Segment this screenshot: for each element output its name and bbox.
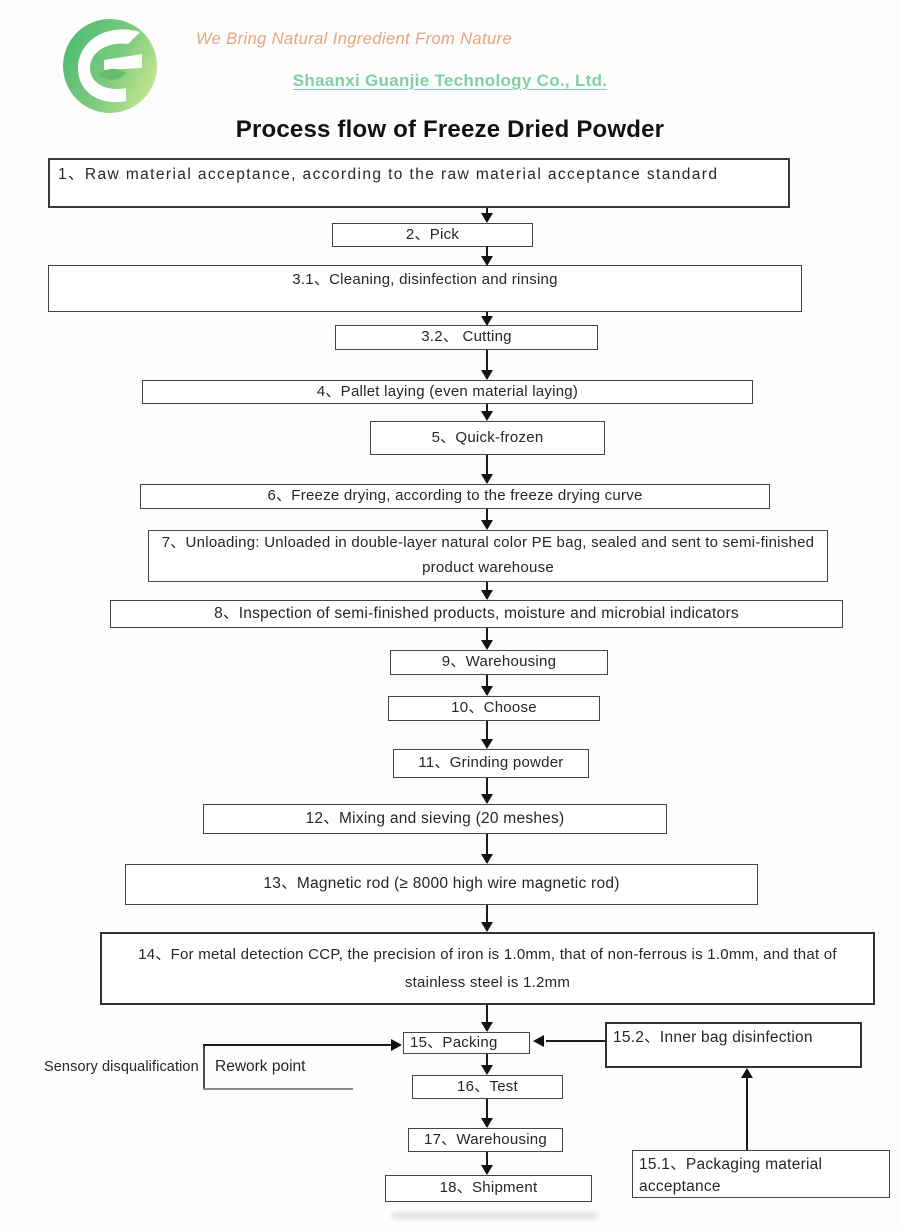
flow-step-2-pick: 2、Pick — [332, 223, 533, 247]
rework-point-label: Rework point — [215, 1058, 306, 1075]
arrowhead-step14 — [481, 922, 493, 932]
arrowhead-step18 — [481, 1165, 493, 1175]
arrowhead-step15 — [481, 1022, 493, 1032]
arrow-step6-step7 — [486, 509, 488, 521]
side-step-15-2-inner-bag-disinfection: 15.2、Inner bag disinfection — [605, 1022, 862, 1068]
arrow-step7-step8 — [486, 582, 488, 591]
arrow-packaging-to-inner-bag — [746, 1077, 748, 1150]
arrowhead-rework-to-packing — [391, 1039, 402, 1051]
side-step-15-1-packaging-material-acceptance: 15.1、Packaging material acceptance — [632, 1150, 890, 1198]
arrow-step8-step9 — [486, 628, 488, 641]
flow-step-14-metal-detection: 14、For metal detection CCP, the precisio… — [100, 932, 875, 1005]
flow-step-3-2-cutting: 3.2、 Cutting — [335, 325, 598, 350]
flow-step-1-raw-material-acceptance: 1、Raw material acceptance, according to … — [48, 158, 790, 208]
arrow-step16-step17 — [486, 1099, 488, 1119]
flow-step-8-inspection: 8、Inspection of semi-finished products, … — [110, 600, 843, 628]
arrowhead-step13 — [481, 854, 493, 864]
flow-step-3-1-cleaning: 3.1、Cleaning, disinfection and rinsing — [48, 265, 802, 312]
flow-step-17-warehousing: 17、Warehousing — [408, 1128, 563, 1152]
arrow-step4-step5 — [486, 404, 488, 413]
arrowhead-step4 — [481, 370, 493, 380]
arrow-step14-step15 — [486, 1005, 488, 1023]
rework-box-left-line — [203, 1044, 205, 1090]
flow-step-6-freeze-drying: 6、Freeze drying, according to the freeze… — [140, 484, 770, 509]
company-tagline: We Bring Natural Ingredient From Nature — [196, 30, 513, 48]
arrowhead-step12 — [481, 794, 493, 804]
arrowhead-step5 — [481, 411, 493, 421]
flow-step-9-warehousing: 9、Warehousing — [390, 650, 608, 675]
arrow-step3-1-step3-2 — [486, 312, 488, 318]
page-title: Process flow of Freeze Dried Powder — [235, 116, 665, 143]
arrow-step2-step3-1 — [486, 246, 488, 257]
arrow-step11-step12 — [486, 778, 488, 795]
arrowhead-inner-bag-to-packing — [533, 1035, 544, 1047]
arrow-step3-2-step4 — [486, 350, 488, 371]
rework-box-bottom-line — [203, 1088, 353, 1090]
arrow-step9-step10 — [486, 675, 488, 687]
arrowhead-step8 — [481, 590, 493, 600]
sensory-disqualification-label: Sensory disqualification — [44, 1059, 199, 1075]
company-name-link[interactable]: Shaanxi Guanjie Technology Co., Ltd. — [292, 71, 608, 90]
flow-step-18-shipment: 18、Shipment — [385, 1175, 592, 1202]
flow-step-4-pallet-laying: 4、Pallet laying (even material laying) — [142, 380, 753, 404]
arrowhead-packaging-to-inner-bag — [741, 1068, 753, 1078]
arrow-step10-step11 — [486, 721, 488, 740]
arrow-step15-step16 — [486, 1054, 488, 1066]
flow-step-5-quick-frozen: 5、Quick-frozen — [370, 421, 605, 455]
arrow-inner-bag-to-packing — [546, 1040, 605, 1042]
arrowhead-step17 — [481, 1118, 493, 1128]
arrowhead-step3-1 — [481, 256, 493, 266]
flow-step-12-mixing-sieving: 12、Mixing and sieving (20 meshes) — [203, 804, 667, 834]
arrowhead-step11 — [481, 739, 493, 749]
arrowhead-step7 — [481, 520, 493, 530]
flow-step-7-unloading: 7、Unloading: Unloaded in double-layer na… — [148, 530, 828, 582]
arrowhead-step2 — [481, 213, 493, 223]
company-logo-icon — [60, 16, 160, 116]
arrow-step13-step14 — [486, 905, 488, 923]
arrowhead-step16 — [481, 1065, 493, 1075]
flow-step-16-test: 16、Test — [412, 1075, 563, 1099]
arrow-step12-step13 — [486, 834, 488, 855]
arrowhead-step10 — [481, 686, 493, 696]
arrow-step17-step18 — [486, 1152, 488, 1166]
arrowhead-step6 — [481, 474, 493, 484]
arrowhead-step9 — [481, 640, 493, 650]
flow-step-10-choose: 10、Choose — [388, 696, 600, 721]
flow-step-13-magnetic-rod: 13、Magnetic rod (≥ 8000 high wire magnet… — [125, 864, 758, 905]
flow-step-15-packing: 15、Packing — [403, 1032, 530, 1054]
flow-step-11-grinding-powder: 11、Grinding powder — [393, 749, 589, 778]
arrow-step5-step6 — [486, 455, 488, 475]
arrow-rework-to-packing — [203, 1044, 391, 1046]
arrow-step1-step2 — [486, 208, 488, 215]
arrowhead-step3-2 — [481, 316, 493, 326]
scan-artifact-smudge — [392, 1212, 597, 1219]
